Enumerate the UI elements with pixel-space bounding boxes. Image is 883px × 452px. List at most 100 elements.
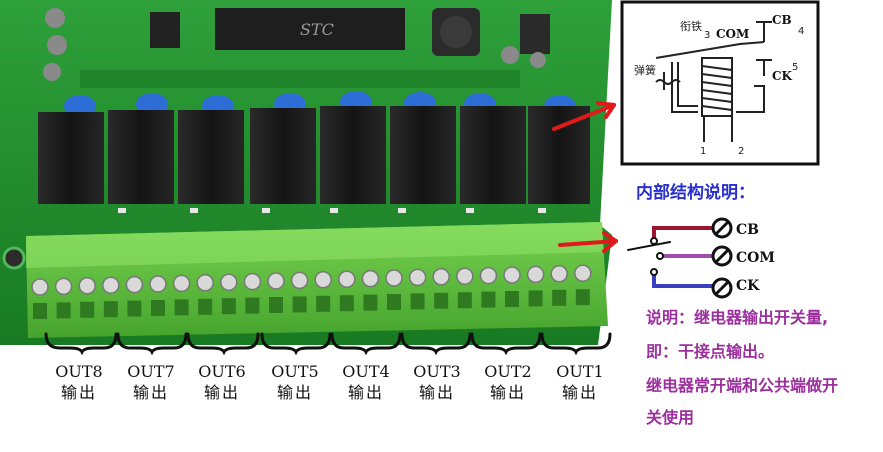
output-brackets [44, 332, 612, 356]
wire-slot [575, 289, 590, 306]
screw [149, 275, 167, 293]
output-label-out2: OUT2 输出 [473, 328, 543, 404]
screw [125, 275, 144, 294]
legend-ck-label: CK [736, 278, 760, 294]
screw [54, 277, 73, 296]
armature-label: 衔铁 [680, 20, 702, 33]
screw [314, 271, 332, 289]
screw [432, 268, 450, 286]
wire-slot [269, 297, 283, 313]
wire-slot [410, 293, 425, 310]
terminal-slots [33, 289, 590, 319]
wire-slot [103, 301, 118, 318]
screw [479, 266, 498, 285]
wire-slot [339, 295, 354, 312]
pin-1-label: 1 [700, 146, 706, 157]
legend-cb-label: CB [736, 222, 759, 238]
screw [78, 277, 96, 295]
regulator [520, 14, 550, 54]
wire-slot [316, 295, 331, 312]
wire-slot [528, 290, 543, 307]
pin-4-label: 4 [798, 26, 804, 37]
pin-2-label: 2 [738, 146, 744, 157]
mcu-chip-text: STC [300, 20, 334, 39]
screw [267, 272, 285, 290]
mcu-chip [215, 8, 405, 50]
small-chip [150, 12, 180, 48]
output-caption: 输出 [418, 383, 455, 402]
screw [196, 274, 214, 292]
wire-slot [363, 294, 378, 311]
screw [550, 265, 568, 283]
com-label: COM [716, 27, 749, 41]
explain-line-1: 说明：继电器输出开关量, [646, 308, 829, 327]
ck-label: CK [772, 69, 793, 83]
legend-title: 内部结构说明： [636, 183, 755, 203]
wire-slot [552, 289, 567, 306]
pointer-arrows [552, 101, 618, 253]
arrow-to-legend [558, 239, 618, 247]
output-caption: 输出 [347, 383, 384, 402]
wire-slot [56, 302, 71, 319]
wire-slot [245, 297, 260, 314]
relay-internal-diagram: 衔铁 弹簧 COM 3 CB 4 CK 5 1 2 [620, 0, 820, 166]
contact-schematic: CB COM CK [627, 217, 775, 299]
screw [574, 264, 592, 282]
output-name: OUT7 [127, 362, 175, 381]
output-labels: OUT8 输出 OUT7 输出 OUT6 输出 OUT5 输出 OUT4 输出 … [0, 328, 620, 452]
wire-slot [174, 299, 189, 316]
wire-slot [151, 300, 165, 316]
screw [102, 276, 120, 294]
terminal-icon [711, 217, 733, 239]
legend-com-label: COM [736, 250, 775, 266]
pin-3-label: 3 [704, 30, 710, 41]
output-label-out6: OUT6 输出 [187, 328, 257, 404]
wire-slot [387, 294, 401, 310]
led-row [118, 208, 546, 213]
screw [172, 274, 191, 293]
output-name: OUT4 [342, 362, 390, 381]
wire-slot [198, 298, 213, 315]
structure-legend: 内部结构说明： CB COM CK 说明：继 [620, 170, 883, 452]
spring-label: 弹簧 [634, 63, 656, 77]
output-label-out8: OUT8 输出 [44, 328, 114, 404]
output-name: OUT5 [271, 362, 319, 381]
output-caption: 输出 [561, 383, 598, 402]
screw [526, 265, 545, 284]
output-label-out3: OUT3 输出 [402, 328, 472, 404]
wire-slot [457, 292, 472, 309]
cb-label: CB [772, 13, 792, 27]
screw [456, 267, 474, 285]
output-label-out7: OUT7 输出 [116, 328, 186, 404]
screw [290, 271, 309, 290]
mount-hole [2, 246, 26, 270]
screw [361, 269, 380, 288]
terminal-icon [711, 245, 733, 267]
screw [408, 268, 427, 287]
screw [243, 272, 262, 291]
pin-5-label: 5 [792, 62, 798, 73]
arrow-to-diagram [552, 103, 616, 131]
screw [31, 278, 49, 296]
wire-slot [127, 300, 142, 317]
wire-slot [505, 291, 519, 307]
terminal-screws [31, 264, 592, 296]
output-name: OUT6 [198, 362, 246, 381]
output-name: OUT2 [484, 362, 532, 381]
relay-row [38, 106, 590, 204]
screw [220, 273, 238, 291]
output-label-out5: OUT5 输出 [260, 328, 330, 404]
terminal-icon [711, 277, 733, 299]
wire-slot [33, 303, 47, 319]
wire-slot [292, 296, 307, 313]
screw [338, 270, 356, 288]
output-caption: 输出 [203, 383, 240, 402]
output-label-out1: OUT1 输出 [545, 328, 615, 404]
screw [385, 269, 403, 287]
output-name: OUT1 [556, 362, 604, 381]
wire-slot [434, 292, 449, 309]
relay-board-photo: STC [0, 0, 612, 345]
wire-slot [80, 301, 95, 318]
explain-line-4: 关使用 [646, 408, 695, 427]
screw [503, 266, 521, 284]
